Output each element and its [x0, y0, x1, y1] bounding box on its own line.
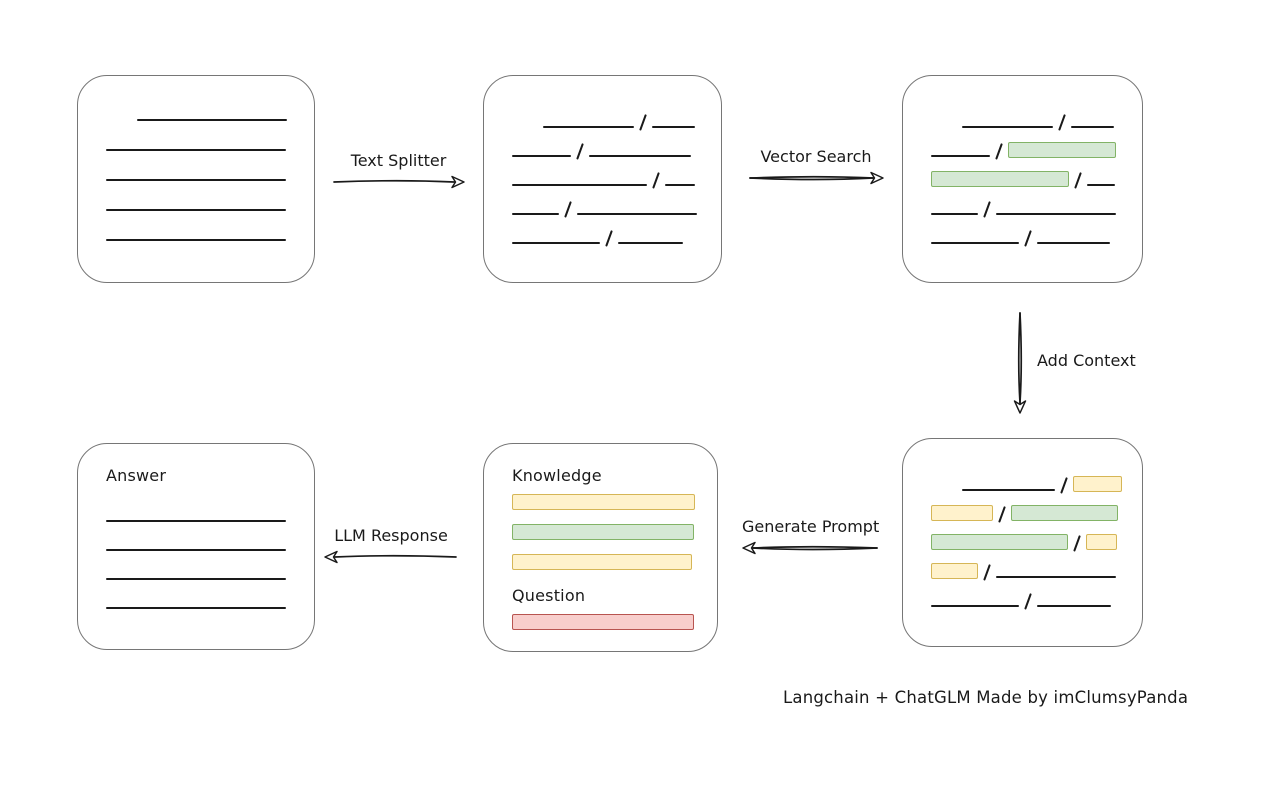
highlight-chip-green: [1011, 505, 1119, 521]
doc-row: [106, 182, 296, 212]
doc-row: [106, 523, 296, 552]
arrow-label-generate-prompt: Generate Prompt: [742, 517, 880, 536]
doc-row: [512, 187, 703, 218]
doc-row: [931, 550, 1124, 581]
arrow-line: [1013, 312, 1027, 414]
doc-row: [512, 100, 703, 131]
doc-line: [1071, 126, 1115, 128]
doc-line: [1037, 605, 1112, 607]
doc-row: [931, 492, 1124, 523]
box-context-documents: [902, 438, 1143, 647]
doc-row: [106, 212, 296, 242]
doc-row: [931, 216, 1124, 247]
highlight-chip-yellow: [931, 505, 993, 521]
doc-line: [106, 520, 286, 522]
doc-row: [106, 552, 296, 581]
arrow-vector-search: Vector Search: [748, 145, 884, 187]
box-split-documents: [483, 75, 722, 283]
doc-row: [931, 463, 1124, 494]
doc-line: [577, 213, 698, 215]
doc-line: [543, 126, 634, 128]
arrow-line: [333, 175, 465, 189]
arrow-llm-response: LLM Response: [324, 524, 458, 566]
doc-row: [106, 92, 296, 122]
bar-row: [512, 524, 699, 540]
doc-line: [665, 184, 696, 186]
bar-row: [512, 614, 699, 630]
arrow-text-splitter: Text Splitter: [332, 149, 465, 191]
box-label: Question: [512, 586, 586, 605]
doc-row: [931, 100, 1124, 131]
doc-line: [931, 155, 990, 157]
doc-line: [931, 213, 978, 215]
box-answer: Answer: [77, 443, 315, 650]
arrow-line: [749, 171, 884, 185]
doc-row: [512, 158, 703, 189]
slash-mark: [1024, 593, 1033, 610]
doc-row: [106, 581, 296, 610]
highlight-bar-yellow: [512, 554, 692, 570]
doc-row: [106, 494, 296, 523]
doc-row: [512, 129, 703, 160]
doc-line: [106, 239, 286, 241]
slash-mark: [1024, 230, 1033, 247]
arrow-label-vector-search: Vector Search: [760, 147, 872, 166]
doc-line: [106, 179, 286, 181]
bar-row: [512, 494, 699, 510]
highlight-chip-green: [931, 534, 1068, 550]
doc-row: [512, 216, 703, 247]
doc-line: [106, 607, 286, 609]
doc-line: [106, 149, 286, 151]
doc-line: [1037, 242, 1111, 244]
doc-line: [962, 489, 1055, 491]
arrow-generate-prompt: Generate Prompt: [742, 515, 879, 557]
doc-line: [512, 213, 559, 215]
doc-line: [512, 155, 571, 157]
doc-row: [931, 158, 1124, 189]
doc-line: [962, 126, 1053, 128]
doc-line: [618, 242, 684, 244]
doc-line: [996, 213, 1117, 215]
box-label: Knowledge: [512, 466, 602, 485]
doc-row: [106, 122, 296, 152]
highlight-chip-yellow: [1086, 534, 1118, 550]
arrow-line: [742, 541, 878, 555]
doc-line: [931, 605, 1019, 607]
arrow-add-context: Add Context: [1011, 311, 1136, 414]
doc-row: [931, 187, 1124, 218]
doc-line: [106, 578, 286, 580]
doc-row: [106, 152, 296, 182]
doc-line: [1087, 184, 1116, 186]
box-matched-documents: [902, 75, 1143, 283]
highlight-chip-yellow: [931, 563, 978, 579]
slash-mark: [605, 230, 614, 247]
doc-row: [931, 129, 1124, 160]
arrow-label-llm-response: LLM Response: [334, 526, 448, 545]
highlight-chip-green: [1008, 142, 1117, 158]
highlight-bar-green: [512, 524, 694, 540]
doc-line: [512, 242, 600, 244]
doc-row: [931, 579, 1124, 610]
arrow-label-text-splitter: Text Splitter: [350, 151, 447, 170]
doc-line: [106, 549, 286, 551]
box-label: Answer: [106, 466, 167, 485]
doc-line: [652, 126, 696, 128]
doc-line: [512, 184, 647, 186]
doc-line: [931, 242, 1019, 244]
diagram-caption: Langchain + ChatGLM Made by imClumsyPand…: [783, 688, 1189, 707]
arrow-label-add-context: Add Context: [1037, 351, 1136, 370]
doc-line: [137, 119, 287, 121]
doc-line: [589, 155, 692, 157]
highlight-bar-red: [512, 614, 694, 630]
doc-line: [106, 209, 286, 211]
highlight-chip-yellow: [1073, 476, 1123, 492]
doc-line: [996, 576, 1117, 578]
highlight-chip-green: [931, 171, 1069, 187]
bar-row: [512, 554, 699, 570]
doc-row: [931, 521, 1124, 552]
box-source-document: [77, 75, 315, 283]
highlight-bar-yellow: [512, 494, 695, 510]
arrow-line: [324, 550, 457, 564]
